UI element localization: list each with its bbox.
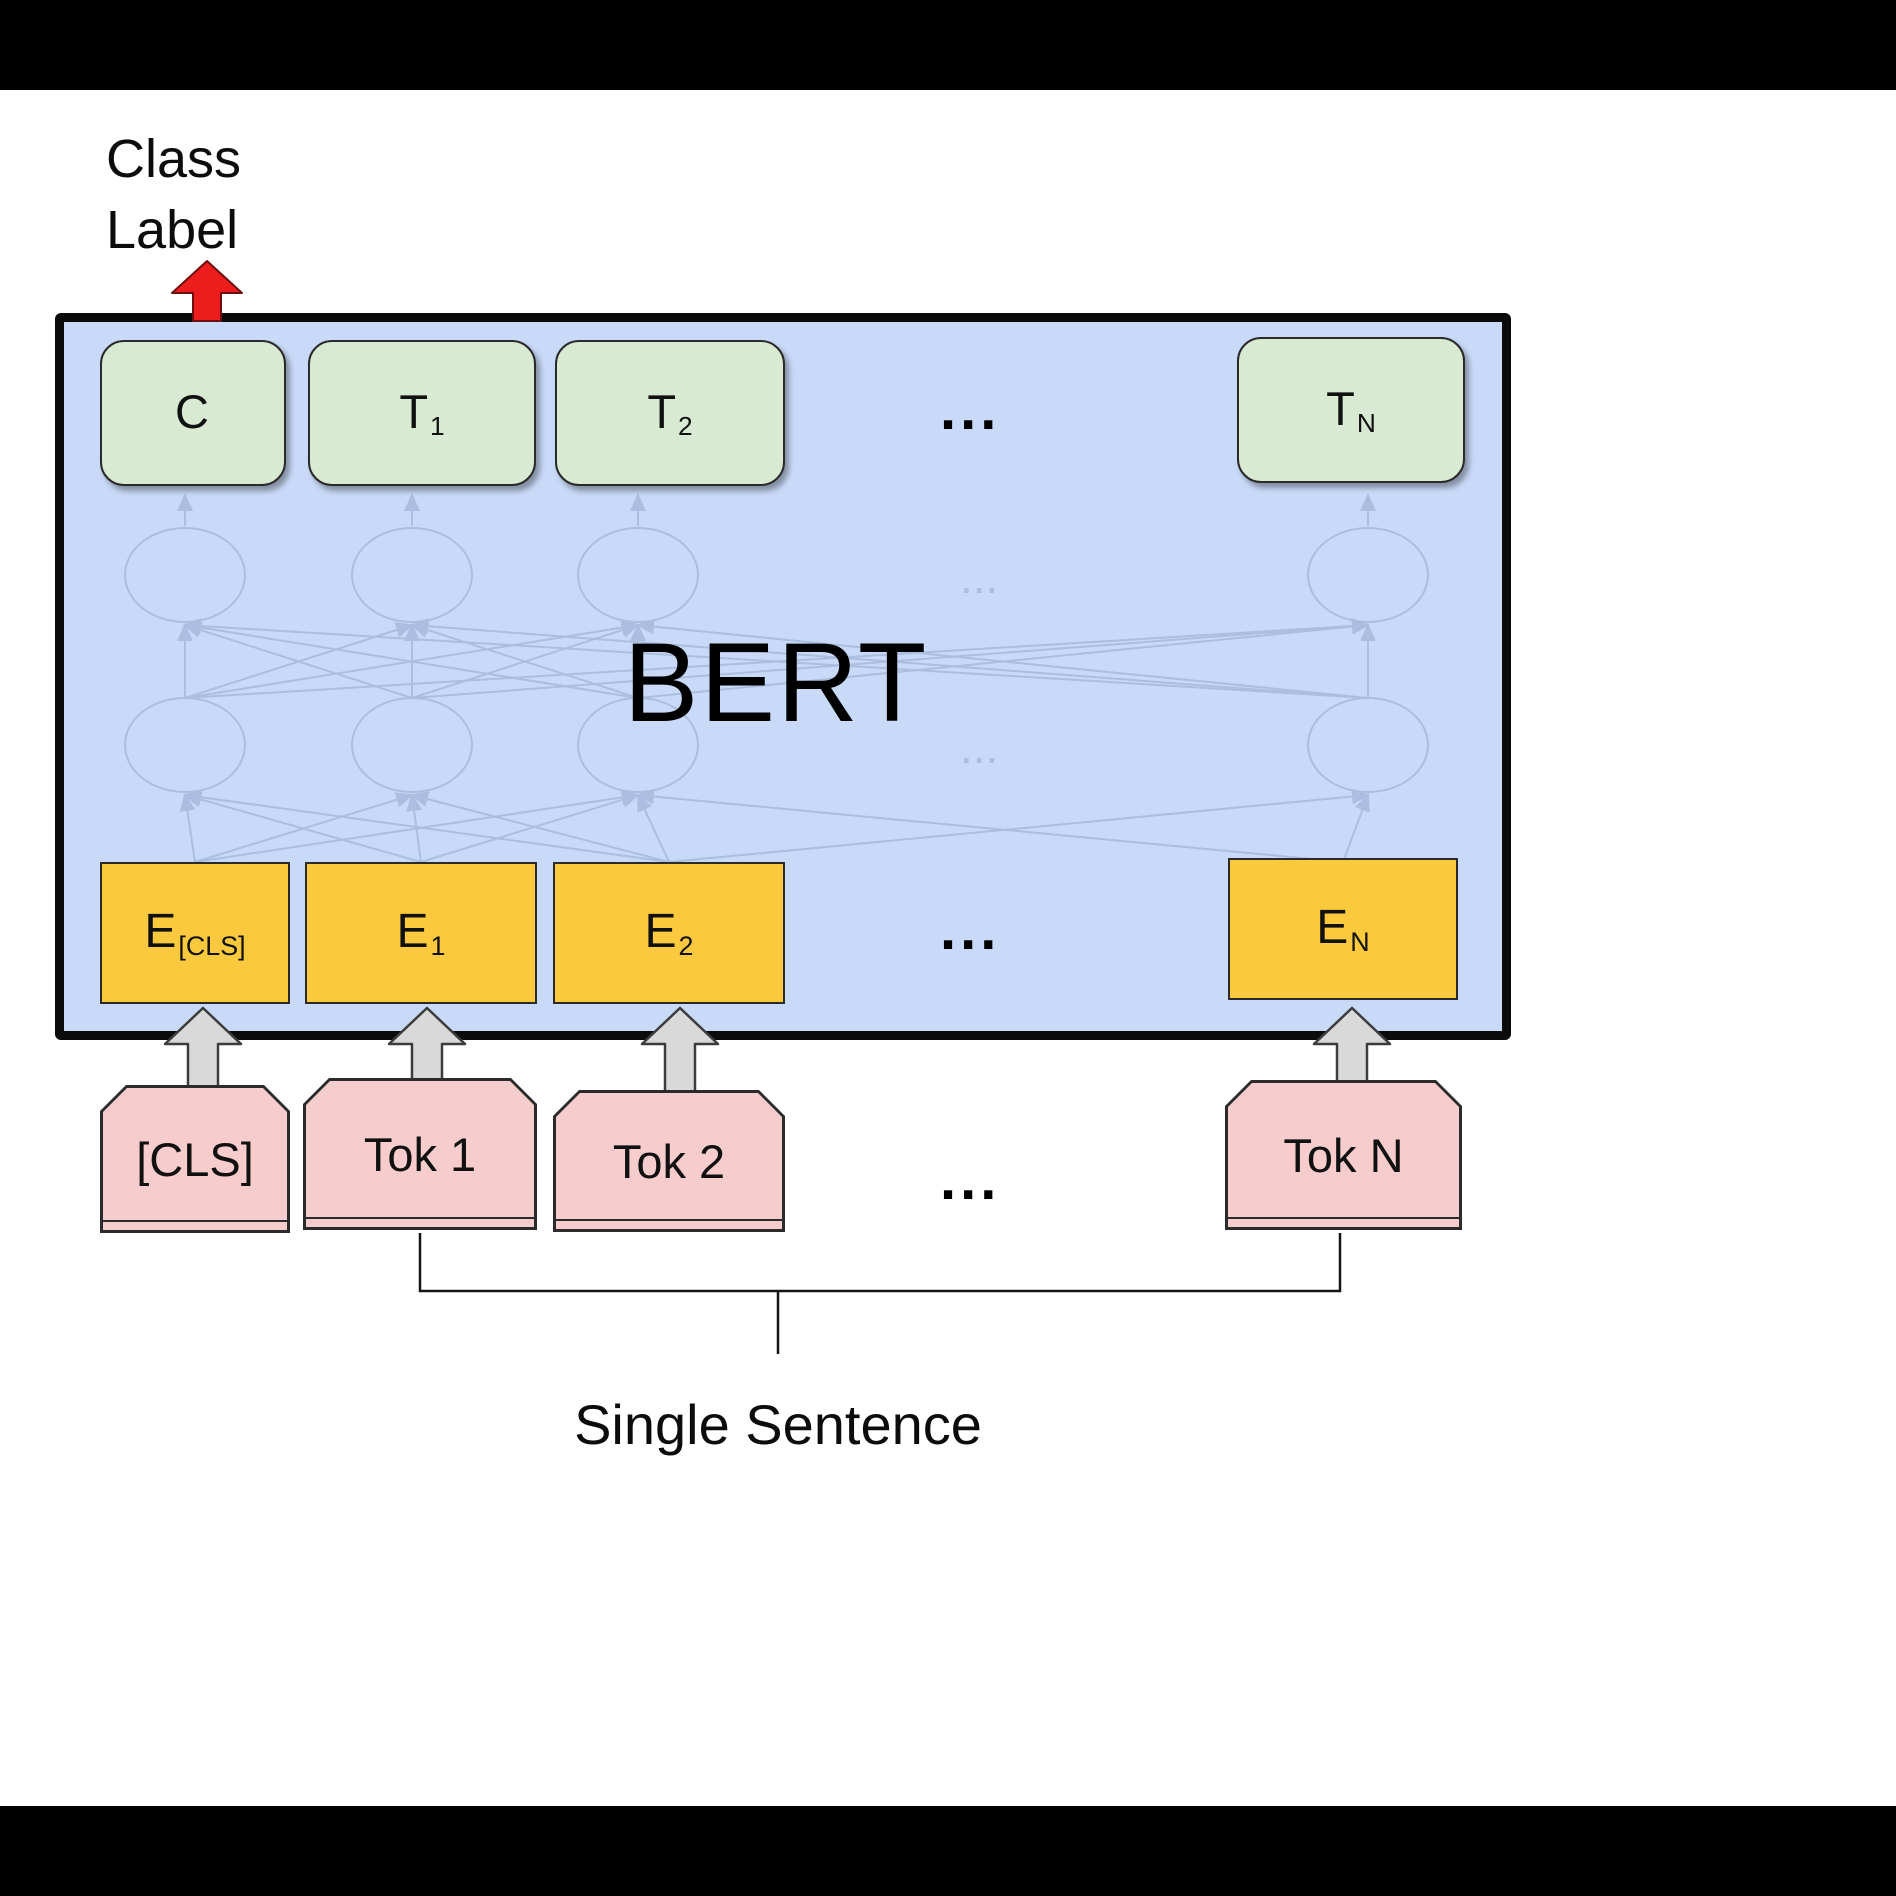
output-box-t2-main: T [647,384,677,438]
single-sentence-label: Single Sentence [574,1393,982,1456]
input-token-1-label: Tok 1 [363,1127,477,1181]
embedding-box-cls-sub: [CLS] [178,930,246,961]
embedding-box-n-label: EN [1316,900,1369,958]
class-label-line2: Label [106,200,239,261]
input-token-2-label: Tok 2 [612,1134,726,1188]
input-token-1-shape: Tok 1 [306,1081,534,1227]
input-token-2-shape: Tok 2 [556,1093,782,1229]
input-token-1: Tok 1 [303,1078,537,1230]
embedding-box-1-label: E1 [397,904,446,962]
input-token-n-underline [1228,1217,1459,1219]
embedding-box-2: E2 [553,862,785,1004]
output-box-t2: T2 [555,340,785,486]
output-box-t1-label: T1 [399,384,444,442]
output-box-t2-label: T2 [647,384,692,442]
letterbox-top [0,0,1896,90]
embedding-box-n-sub: N [1350,926,1370,957]
input-token-cls-underline [103,1220,287,1222]
embedding-box-2-main: E [644,905,677,959]
output-box-tn-main: T [1326,381,1355,435]
embedding-box-1-main: E [396,905,429,959]
embedding-box-2-sub: 2 [678,930,694,961]
bert-title: BERT [623,620,929,745]
class-label: Class Label [106,124,241,267]
output-box-tn-sub: N [1356,408,1376,439]
input-token-2-underline [556,1219,782,1221]
input-token-cls-label: [CLS] [136,1132,254,1186]
embedding-box-cls-main: E [144,905,177,959]
output-box-t2-sub: 2 [678,411,693,442]
output-box-c: C [100,340,286,486]
class-label-line1: Class [106,129,242,189]
input-token-1-underline [306,1217,534,1219]
input-token-cls: [CLS] [100,1085,290,1233]
input-token-n: Tok N [1225,1080,1462,1230]
embedding-box-n-main: E [1316,901,1349,955]
embedding-box-2-label: E2 [645,904,694,962]
output-box-tn-label: TN [1326,381,1376,439]
class-label-arrow-icon [171,260,243,322]
output-box-t1-sub: 1 [430,411,445,442]
input-token-n-shape: Tok N [1228,1083,1459,1227]
output-box-c-main: C [175,384,209,438]
output-box-tn: TN [1237,337,1465,483]
embedding-box-n: EN [1228,858,1458,1000]
input-token-cls-shape: [CLS] [103,1088,287,1230]
output-box-c-label: C [175,384,211,442]
embedding-box-cls: E[CLS] [100,862,290,1004]
embedding-box-cls-label: E[CLS] [144,904,245,962]
input-row-ellipsis: ... [940,1147,1001,1212]
input-token-n-label: Tok N [1283,1128,1404,1182]
output-row-ellipsis: ... [940,377,1001,442]
embedding-box-1-sub: 1 [430,930,446,961]
letterbox-bottom [0,1806,1896,1896]
output-box-t1: T1 [308,340,536,486]
embedding-row-ellipsis: ... [940,897,1001,962]
single-sentence-bracket [418,1233,1342,1354]
embedding-box-1: E1 [305,862,537,1004]
output-box-t1-main: T [399,384,429,438]
input-token-2: Tok 2 [553,1090,785,1232]
